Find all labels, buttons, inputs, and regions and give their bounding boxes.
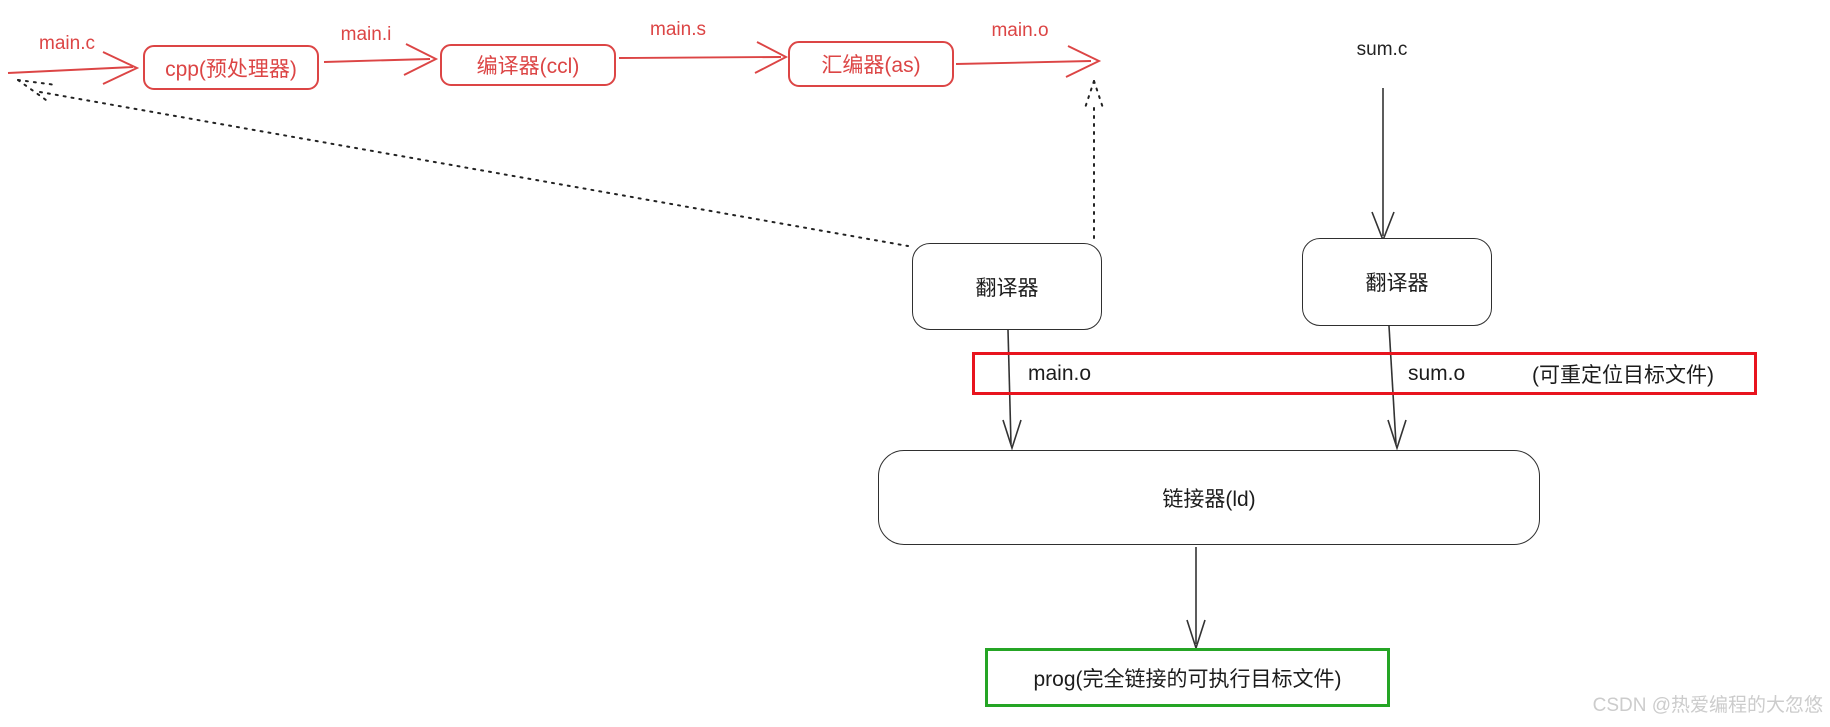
box-compiler: 编译器(ccl) bbox=[440, 44, 616, 86]
arrow-linker-to-prog bbox=[1186, 547, 1206, 651]
label-main-s: main.s bbox=[650, 19, 706, 40]
object-files-note: (可重定位目标文件) bbox=[1532, 363, 1714, 387]
watermark: CSDN @热爱编程的大忽悠 bbox=[1592, 695, 1823, 716]
arrow-main-i bbox=[323, 43, 439, 76]
arrow-left-translator-to-linker bbox=[1002, 329, 1022, 451]
object-file-sum-o-label: sum.o bbox=[1408, 361, 1466, 385]
box-assembler: 汇编器(as) bbox=[788, 41, 954, 87]
arrow-main-s bbox=[618, 41, 789, 74]
linker-box: 链接器(ld) bbox=[878, 450, 1540, 545]
arrow-main-o bbox=[955, 45, 1102, 78]
label-main-c: main.c bbox=[39, 33, 95, 54]
dotted-arrow-to-main-o bbox=[1084, 80, 1104, 243]
label-main-o: main.o bbox=[991, 20, 1049, 41]
translator-box-left: 翻译器 bbox=[912, 243, 1102, 330]
dotted-arrow-to-source bbox=[17, 79, 909, 247]
label-main-i: main.i bbox=[340, 24, 392, 45]
arrow-right-translator-to-linker bbox=[1387, 325, 1407, 451]
box-preprocessor: cpp(预处理器) bbox=[143, 45, 319, 90]
arrow-main-c bbox=[7, 51, 140, 85]
prog-output-box: prog(完全链接的可执行目标文件) bbox=[985, 648, 1390, 707]
object-file-main-o-label: main.o bbox=[1028, 361, 1092, 385]
label-sum-c: sum.c bbox=[1356, 39, 1408, 60]
arrow-sum-c bbox=[1371, 88, 1395, 243]
translator-box-right: 翻译器 bbox=[1302, 238, 1492, 326]
object-files-box: main.o sum.o (可重定位目标文件) bbox=[972, 352, 1757, 395]
